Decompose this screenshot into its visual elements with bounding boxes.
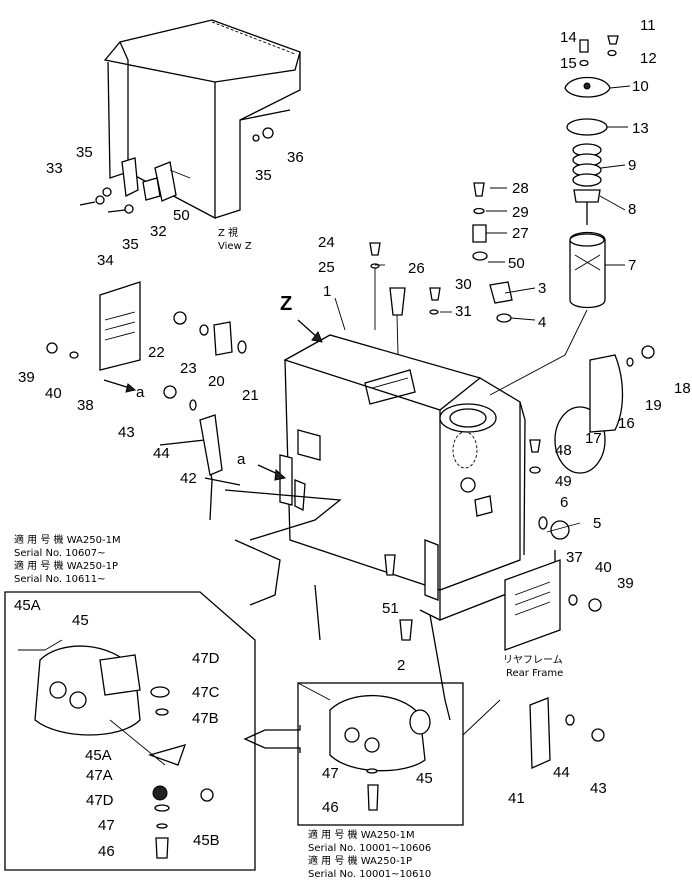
callout-38: 38 [77,397,94,414]
callout-10: 10 [632,78,649,95]
callout-43: 43 [118,424,135,441]
callout-47D: 47D [86,792,114,809]
callout-17: 17 [585,430,602,447]
view-z-title-jp: Z 視 [218,226,238,239]
view-z-caption: Z Z 視 View Z [218,226,292,315]
callout-a: a [136,384,145,401]
callout-35: 35 [76,144,93,161]
callout-13: 13 [632,120,649,137]
callout-47B: 47B [192,710,219,727]
callout-22: 22 [148,344,165,361]
serial-applicability-bottom: 適 用 号 機 WA250-1M Serial No. 10001~10606 … [308,828,431,880]
serial-top-line: Serial No. 10607~ [14,548,105,559]
view-z-marker: Z [280,293,292,315]
serial-bottom-line: 適 用 号 機 WA250-1M [308,828,415,841]
callout-29: 29 [512,204,529,221]
callout-8: 8 [628,201,636,218]
callout-39: 39 [617,575,634,592]
callout-24: 24 [318,234,335,251]
callout-47: 47 [98,817,115,834]
callout-26: 26 [408,260,425,277]
callout-36: 36 [287,149,304,166]
callout-19: 19 [645,397,662,414]
rear-frame-label-jp: リヤフレーム [503,654,563,666]
callout-42: 42 [180,470,197,487]
callout-44: 44 [153,445,170,462]
callout-14: 14 [560,29,577,46]
serial-bottom-line: Serial No. 10001~10606 [308,843,431,854]
callout-41: 41 [508,790,525,807]
callout-28: 28 [512,180,529,197]
callout-43: 43 [590,780,607,797]
callout-31: 31 [455,303,472,320]
small-parts [46,182,655,769]
view-z-title-en: View Z [218,241,252,252]
callout-16: 16 [618,415,635,432]
leader-lines [334,85,631,533]
callout-7: 7 [628,257,636,274]
callout-45: 45 [416,770,433,787]
callout-46: 46 [322,799,339,816]
filter-assembly [489,35,619,396]
callout-18: 18 [674,380,691,397]
callout-27: 27 [512,225,529,242]
callout-44: 44 [553,764,570,781]
callout-35: 35 [255,167,272,184]
view-z-cover [79,19,301,220]
callout-2: 2 [397,657,405,674]
callout-15: 15 [560,55,577,72]
callout-47: 47 [322,765,339,782]
serial-top-line: 適 用 号 機 WA250-1P [14,559,118,572]
hydraulic-tank [279,334,556,721]
callout-40: 40 [595,559,612,576]
rear-frame-label-en: Rear Frame [506,668,563,679]
callout-45A: 45A [85,747,112,764]
callout-4: 4 [538,314,546,331]
callout-1: 1 [323,283,331,300]
callout-5: 5 [593,515,601,532]
serial-top-line: 適 用 号 機 WA250-1M [14,533,121,546]
direction-arrows [103,319,323,753]
callout-30: 30 [455,276,472,293]
callout-46: 46 [98,843,115,860]
callout-11: 11 [640,17,656,34]
callout-32: 32 [150,223,167,240]
callout-50: 50 [508,255,525,272]
callout-34: 34 [97,252,114,269]
callout-45A: 45A [14,597,41,614]
callout-33: 33 [46,160,63,177]
callout-35: 35 [122,236,139,253]
callout-45B: 45B [193,832,220,849]
callout-49: 49 [555,473,572,490]
callout-37: 37 [566,549,583,566]
callout-9: 9 [628,157,636,174]
callout-40: 40 [45,385,62,402]
serial-bottom-line: Serial No. 10001~10610 [308,869,431,880]
callout-23: 23 [180,360,197,377]
callout-25: 25 [318,259,335,276]
callout-21: 21 [242,387,259,404]
callout-labels: 1 2 3 4 5 6 7 8 9 10 11 12 13 14 15 16 1… [14,17,691,860]
callout-47D: 47D [192,650,220,667]
callout-47C: 47C [192,684,220,701]
callout-47A: 47A [86,767,113,784]
callout-a: a [237,451,246,468]
callout-39: 39 [18,369,35,386]
serial-top-line: Serial No. 10611~ [14,574,105,585]
callout-45: 45 [72,612,89,629]
callout-6: 6 [560,494,568,511]
callout-20: 20 [208,373,225,390]
serial-bottom-line: 適 用 号 機 WA250-1P [308,854,412,867]
callout-3: 3 [538,280,546,297]
callout-51: 51 [382,600,399,617]
serial-applicability-top: 適 用 号 機 WA250-1M Serial No. 10607~ 適 用 号… [14,533,121,585]
callout-48: 48 [555,442,572,459]
detail-frames [4,591,501,871]
callout-12: 12 [640,50,657,67]
callout-50: 50 [173,207,190,224]
rear-frame-caption: リヤフレーム Rear Frame [503,654,563,679]
